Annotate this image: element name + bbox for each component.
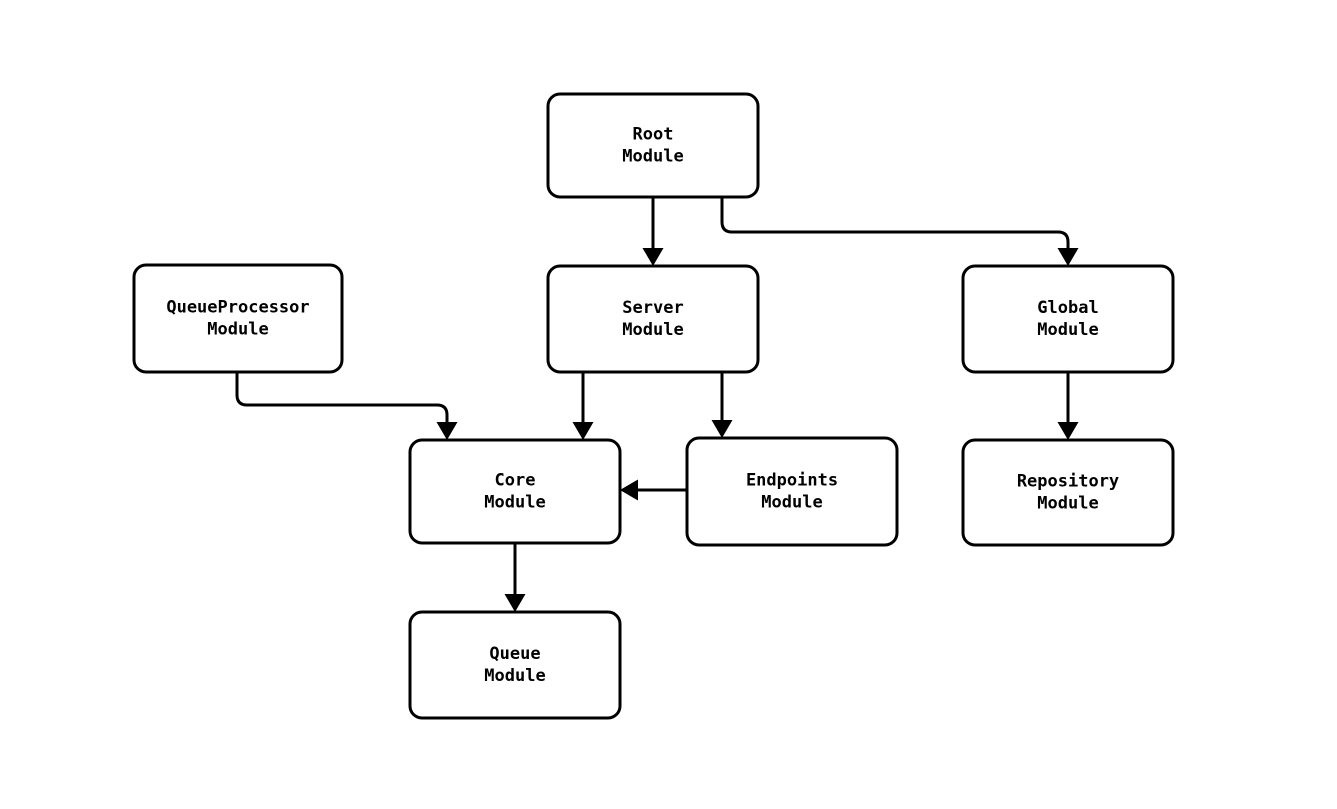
root-module-box[interactable] [546, 92, 760, 199]
nodes-layer: RootModuleQueueProcessorModuleServerModu… [132, 92, 1175, 720]
queue-module-box[interactable] [408, 610, 622, 720]
queueprocessor-module-label-line2: Module [207, 320, 268, 340]
edge-endpoints-to-core [620, 479, 687, 501]
edges-layer [235, 197, 1079, 612]
server-module-box[interactable] [546, 264, 760, 374]
core-module-label-line1: Core [495, 471, 536, 491]
edge-server-to-endpoints-arrowhead [711, 420, 733, 438]
edge-core-to-queue [504, 543, 526, 612]
queueprocessor-module-label-line1: QueueProcessor [166, 298, 309, 318]
repository-module-box[interactable] [961, 438, 1175, 547]
endpoints-module-label-line1: Endpoints [746, 471, 838, 491]
edge-global-to-repository [1057, 372, 1079, 440]
edge-queueprocessor-to-core [235, 372, 458, 440]
global-module-box[interactable] [961, 264, 1175, 374]
edge-global-to-repository-arrowhead [1057, 422, 1079, 440]
edge-server-to-core-arrowhead [572, 422, 594, 440]
core-module-label-line2: Module [484, 493, 545, 513]
edge-root-to-global-line [720, 197, 1070, 248]
queue-module-label-line1: Queue [489, 644, 540, 664]
repository-module-label-line2: Module [1037, 494, 1098, 514]
global-module-label-line2: Module [1037, 320, 1098, 340]
core-module-box[interactable] [408, 438, 622, 545]
global-module-label-line1: Global [1037, 298, 1098, 318]
edge-core-to-queue-arrowhead [504, 594, 526, 612]
edge-root-to-global [720, 197, 1079, 266]
queueprocessor-module-box[interactable] [132, 263, 344, 374]
edge-queueprocessor-to-core-line [235, 372, 449, 422]
queue-module-label-line2: Module [484, 666, 545, 686]
server-module-label-line1: Server [622, 298, 683, 318]
repository-module-label-line1: Repository [1017, 472, 1119, 492]
root-module-label-line1: Root [633, 125, 674, 145]
edge-queueprocessor-to-core-arrowhead [436, 422, 458, 440]
endpoints-module-label-line2: Module [761, 493, 822, 513]
server-module-label-line2: Module [622, 320, 683, 340]
edge-root-to-global-arrowhead [1057, 248, 1079, 266]
edge-server-to-core [572, 372, 594, 440]
edge-root-to-server-arrowhead [642, 248, 664, 266]
edge-endpoints-to-core-arrowhead [620, 479, 638, 501]
endpoints-module-box[interactable] [685, 436, 899, 547]
root-module-label-line2: Module [622, 147, 683, 167]
edge-root-to-server [642, 197, 664, 266]
edge-server-to-endpoints [711, 372, 733, 438]
